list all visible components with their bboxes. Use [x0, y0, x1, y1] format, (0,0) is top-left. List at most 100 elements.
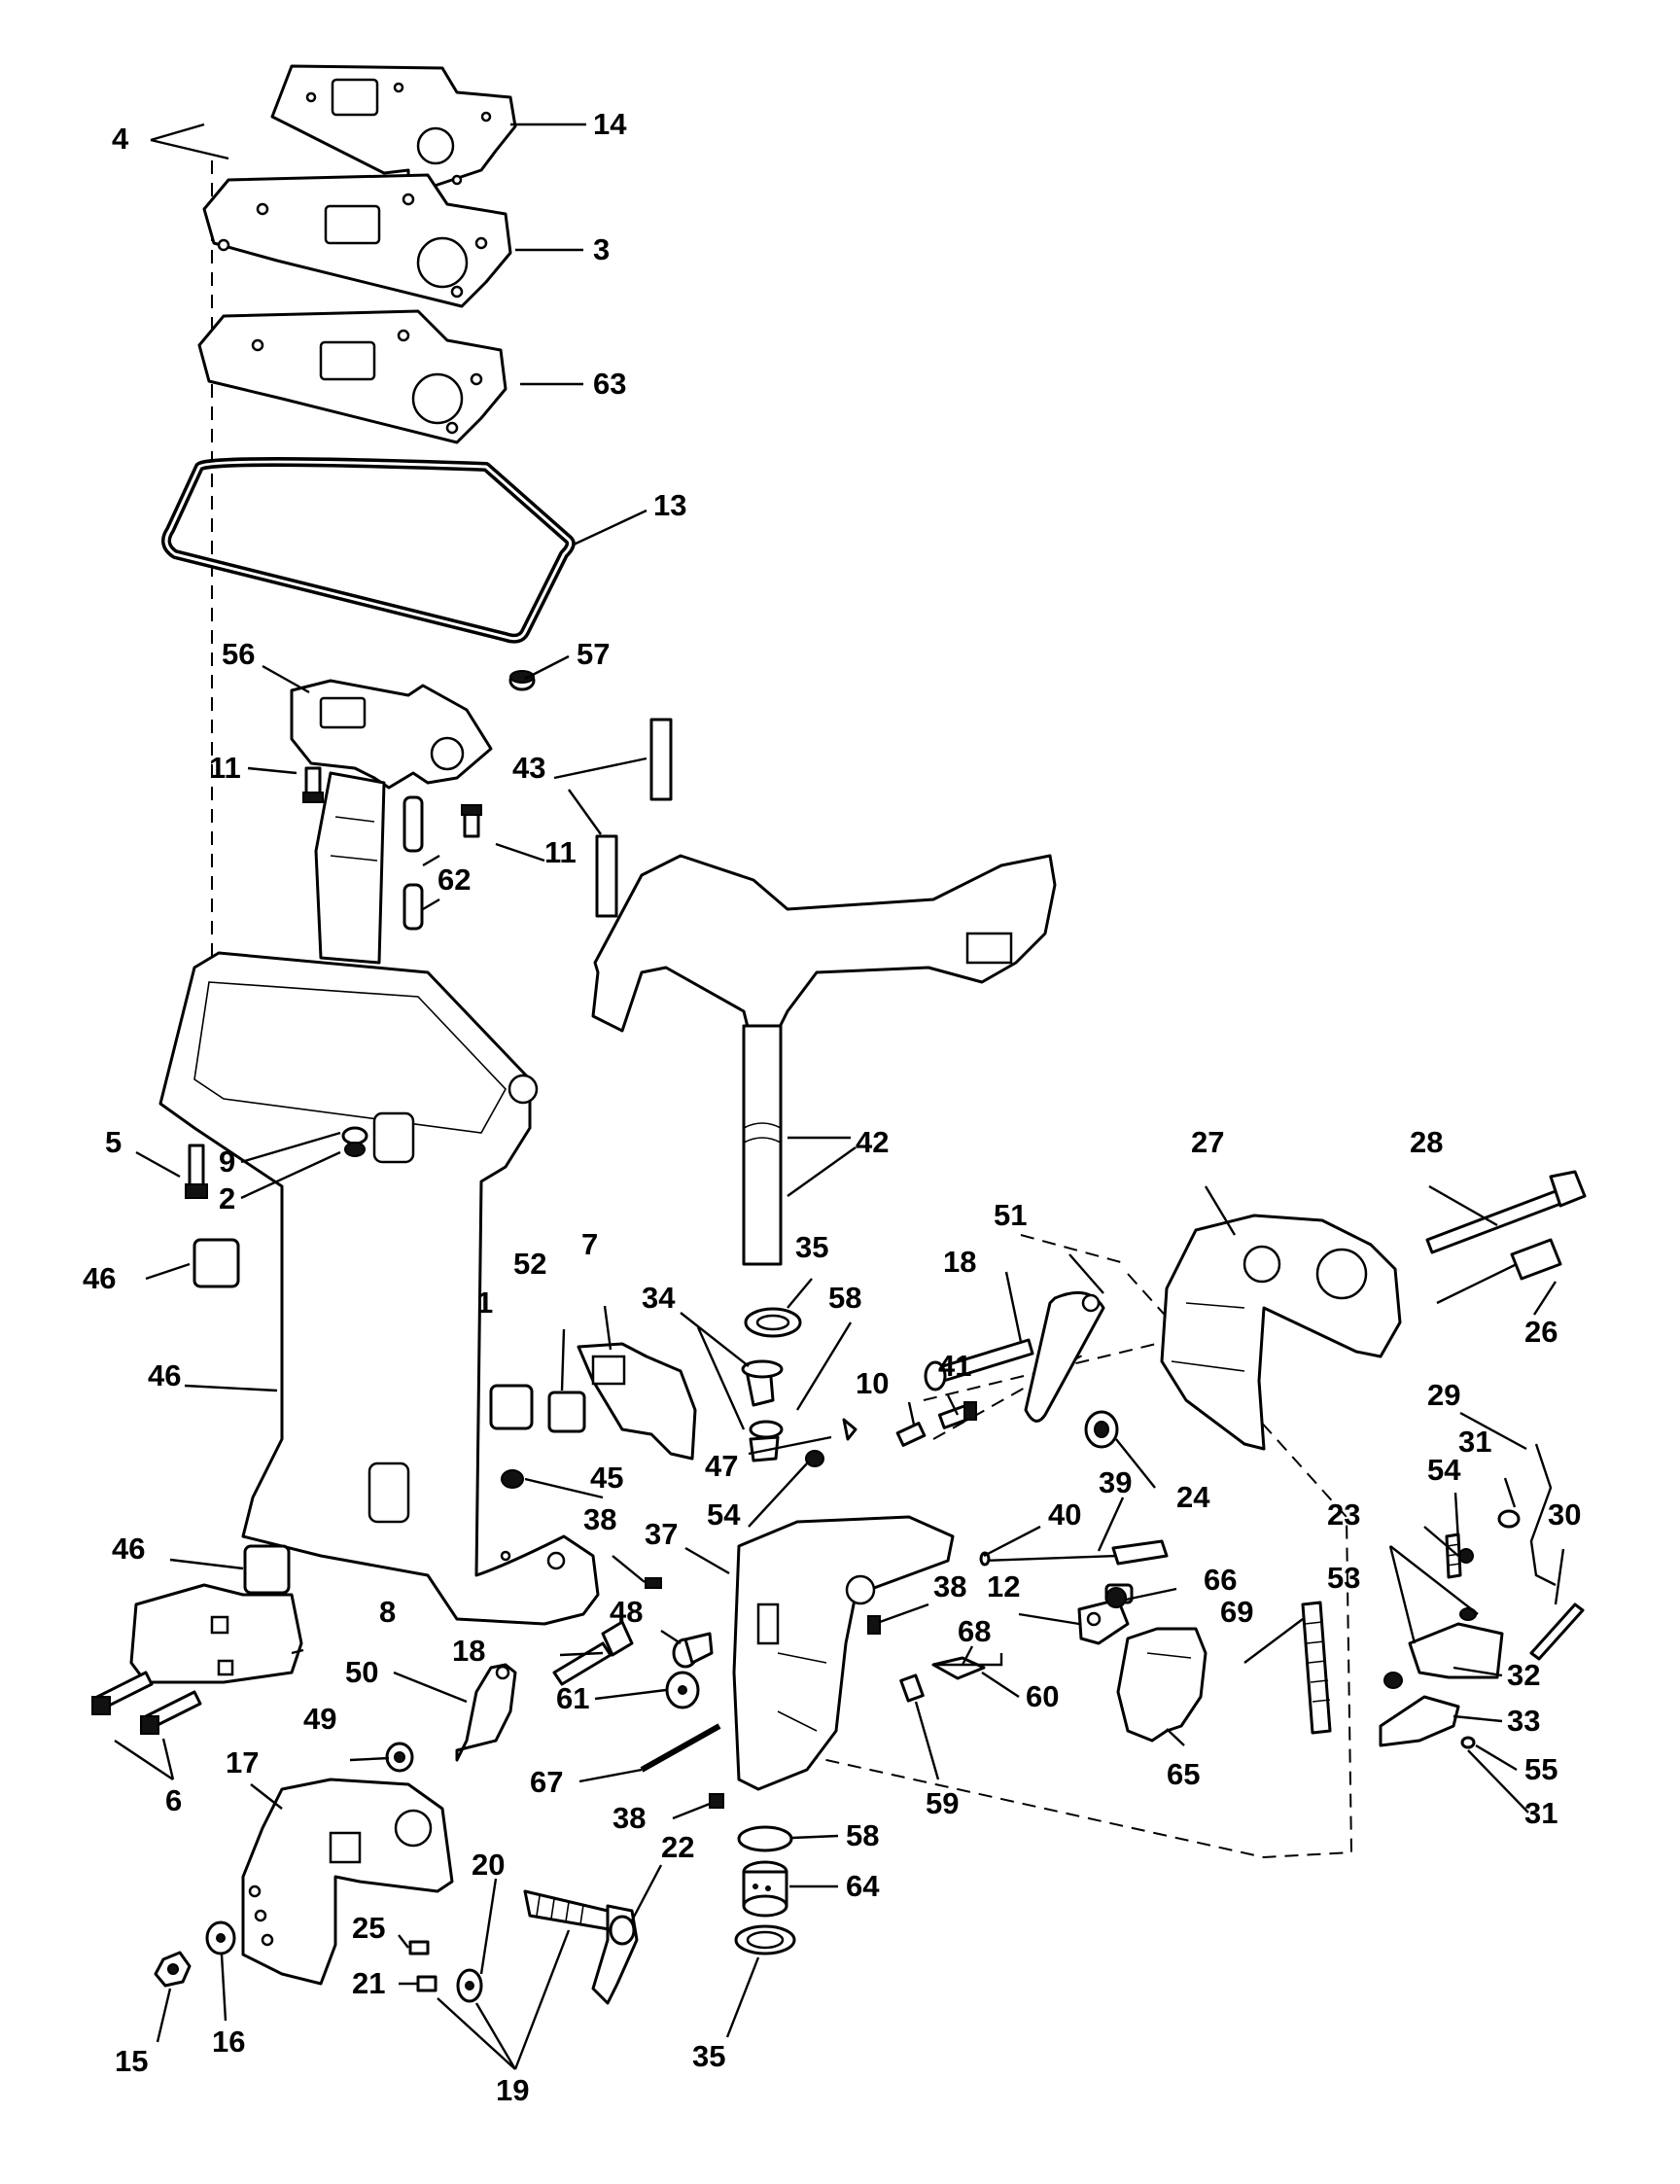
part-53-washer — [1383, 1672, 1403, 1689]
callout-51: 51 — [994, 1198, 1027, 1232]
part-10-41-screws — [842, 1401, 977, 1447]
part-43-blocks — [595, 718, 673, 918]
callout-21: 21 — [352, 1966, 385, 2000]
part-63-gasket — [197, 309, 508, 444]
callout-45: 45 — [590, 1461, 623, 1495]
part-35-bushing — [744, 1307, 802, 1338]
alignment-line-right — [738, 1273, 1353, 1859]
callout-60: 60 — [1026, 1679, 1059, 1713]
callout-26: 26 — [1524, 1315, 1558, 1349]
part-56-adapter — [290, 679, 493, 965]
callout-58: 58 — [846, 1818, 879, 1852]
callout-33: 33 — [1507, 1704, 1540, 1738]
part-49-nut — [385, 1742, 414, 1773]
part-20-washer — [456, 1968, 483, 2003]
callout-54: 54 — [1427, 1453, 1461, 1487]
callout-68: 68 — [958, 1614, 991, 1648]
callout-12: 12 — [987, 1569, 1020, 1603]
callout-18: 18 — [452, 1634, 485, 1668]
callout-31: 31 — [1524, 1796, 1558, 1830]
part-35-bushing-bottom — [734, 1924, 796, 1955]
part-48-pin — [672, 1632, 714, 1669]
part-6-bolts — [91, 1671, 202, 1735]
part-34-bushing — [741, 1359, 784, 1462]
part-15-nut — [154, 1951, 192, 1988]
part-29-rod — [1497, 1443, 1557, 1587]
callout-38: 38 — [933, 1569, 966, 1603]
leader-lines — [114, 123, 1565, 2070]
callout-57: 57 — [577, 637, 610, 671]
callout-46: 46 — [83, 1261, 116, 1295]
part-62-dowels — [402, 795, 424, 931]
callout-34: 34 — [642, 1281, 676, 1315]
callout-61: 61 — [556, 1681, 589, 1715]
callout-7: 7 — [581, 1227, 598, 1261]
part-61-washer — [665, 1671, 700, 1709]
part-58-oring — [737, 1825, 793, 1852]
callout-69: 69 — [1220, 1595, 1253, 1629]
callout-1: 46 — [148, 1358, 181, 1392]
callout-63: 63 — [593, 367, 626, 401]
callout-31: 31 — [1458, 1425, 1491, 1459]
callout-52: 52 — [513, 1247, 546, 1281]
callout-39: 39 — [1099, 1465, 1132, 1499]
callout-6: 6 — [165, 1783, 182, 1817]
part-50-lever — [455, 1663, 517, 1762]
callout-37: 37 — [645, 1517, 678, 1551]
part-9-2-nut — [341, 1126, 368, 1157]
callout-11: 11 — [209, 751, 241, 785]
callout-22: 22 — [661, 1830, 694, 1864]
callout-65: 65 — [1167, 1757, 1200, 1791]
part-67-rod — [640, 1723, 721, 1773]
callout-30: 30 — [1548, 1497, 1581, 1532]
part-42-swivel — [591, 854, 1057, 1266]
part-52-block — [547, 1391, 586, 1433]
callout-50: 50 — [345, 1655, 378, 1689]
part-38-screws — [645, 1577, 881, 1809]
part-66-nut — [1105, 1587, 1127, 1608]
callout-64: 64 — [846, 1869, 880, 1903]
callout-42: 42 — [856, 1125, 889, 1159]
part-18-bolts — [552, 1338, 1034, 1686]
part-28-bolt — [1425, 1170, 1587, 1254]
part-30-pin — [1529, 1603, 1585, 1661]
callout-23: 23 — [1327, 1497, 1360, 1532]
callout-29: 29 — [1427, 1378, 1460, 1412]
part-27-clamp — [1160, 1214, 1402, 1451]
part-39-rod — [979, 1539, 1169, 1567]
callout-3: 3 — [593, 232, 610, 266]
part-25-21-screws — [408, 1940, 438, 1992]
callout-13: 13 — [653, 488, 686, 522]
callout-10: 10 — [856, 1366, 889, 1400]
callout-5: 5 — [105, 1125, 122, 1159]
callout-14: 14 — [593, 107, 627, 141]
callout-54: 54 — [707, 1497, 741, 1532]
part-8-clamp — [129, 1583, 303, 1684]
part-16-washer — [205, 1920, 236, 1955]
callout-11: 11 — [544, 835, 577, 869]
part-22-tilt-lever — [523, 1889, 639, 2005]
part-46-blocks — [192, 1238, 534, 1595]
callout-59: 59 — [926, 1786, 959, 1820]
part-33-bracket — [1379, 1695, 1460, 1747]
part-3-gasket — [202, 173, 512, 308]
callout-43: 43 — [512, 751, 545, 785]
callout-9: 9 — [219, 1145, 235, 1179]
callout-67: 67 — [530, 1765, 563, 1799]
callout-40: 40 — [1048, 1497, 1081, 1532]
callout-labels: 4 14 3 63 13 56 57 11 11 43 62 5 9 2 42 … — [83, 107, 1581, 2107]
callout-35: 35 — [795, 1230, 828, 1264]
part-26-rod — [1436, 1238, 1562, 1305]
part-5-bolt — [185, 1144, 208, 1199]
part-59-spring — [899, 1673, 925, 1703]
callout-46: 46 — [112, 1532, 145, 1566]
part-24-bushing — [1084, 1410, 1119, 1449]
callout-4: 4 — [112, 122, 129, 156]
callout-27: 27 — [1191, 1125, 1224, 1159]
part-14-plate — [270, 64, 517, 196]
callout-47: 47 — [705, 1449, 738, 1483]
callout-8: 8 — [379, 1595, 396, 1629]
callout-18: 18 — [943, 1245, 976, 1279]
part-45-grommet — [501, 1469, 524, 1489]
callout-20: 20 — [472, 1848, 505, 1882]
